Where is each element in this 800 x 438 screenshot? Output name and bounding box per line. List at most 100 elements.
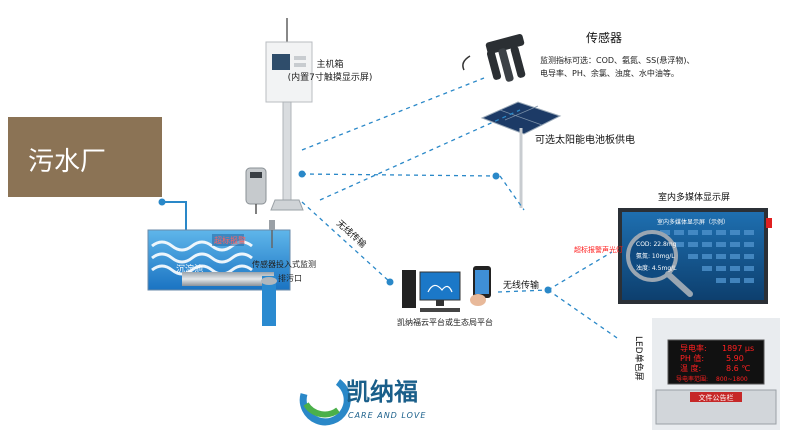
wireless-label-1: 无线传输 — [334, 217, 369, 250]
link-to-indoor — [547, 251, 613, 291]
phone-screen — [475, 270, 489, 294]
tank-sign-text: 超标报警 — [214, 235, 246, 245]
link-node — [158, 198, 166, 206]
magnifier-lens — [626, 230, 678, 282]
outlet-mouth — [261, 277, 277, 285]
grid-cell — [744, 278, 754, 283]
grid-cell — [744, 230, 754, 235]
grid-cell — [730, 230, 740, 235]
indoor-display: 室内多媒体显示屏 室内多媒体显示屏（示例） — [574, 191, 772, 304]
pole-base — [270, 199, 304, 211]
pc-tower — [402, 270, 416, 308]
probe-cap — [250, 172, 262, 178]
pc-keyboard — [420, 308, 460, 312]
magnify-turb: 浊度: 4.5mg/L — [636, 264, 677, 272]
probe-sensor — [269, 220, 275, 230]
sensor-probe — [510, 46, 526, 78]
notice-board-header — [690, 392, 742, 402]
indoor-screen-header: 室内多媒体显示屏（示例） — [657, 218, 729, 226]
link-solar-pole — [499, 175, 525, 211]
grid-cell — [730, 254, 740, 259]
grid-cell — [688, 242, 698, 247]
sensor-title: 传感器 — [586, 30, 622, 45]
cabinet-vent — [294, 56, 306, 60]
grid-cell — [716, 266, 726, 271]
sensor-heads: 传感器 监测指标可选：COD、氨氮、SS(悬浮物)、 电导率、PH、余氯、浊度、… — [462, 30, 694, 82]
grid-cell — [730, 278, 740, 283]
magnify-cod: COD: 22.8mg — [636, 241, 677, 248]
grid-cell — [744, 242, 754, 247]
outlet-water — [262, 276, 276, 326]
grid-cell — [702, 266, 712, 271]
logo-cn: 凯纳福 — [346, 378, 418, 406]
grid-cell — [716, 242, 726, 247]
links — [301, 77, 621, 341]
panel-grid — [504, 105, 539, 121]
cabinet-subtitle: (内置7寸触摸显示屏) — [288, 71, 373, 83]
pc-stand — [436, 300, 444, 306]
solar-label: 可选太阳能电池板供电 — [535, 133, 635, 146]
grid-cell — [730, 242, 740, 247]
link-solar-diag — [319, 109, 521, 201]
link-cabinet-solar — [301, 173, 497, 177]
led-row-2-value: 5.90 — [726, 354, 744, 363]
led-row-4-label: 导电率范围: — [676, 375, 708, 383]
led-panel — [667, 339, 765, 385]
notice-board-label: 文件公告栏 — [699, 393, 734, 402]
sensor-probe — [486, 50, 502, 80]
hand — [470, 294, 486, 306]
sewage-plant-block — [8, 117, 162, 197]
grid-cell — [702, 254, 712, 259]
panel-grid — [499, 109, 543, 126]
sewage-plant-label: 污水厂 — [28, 147, 106, 177]
link-node — [386, 278, 394, 286]
led-side-label: LED单色屏 — [633, 336, 645, 381]
tank-sign — [212, 234, 244, 246]
solar-panel: 可选太阳能电池板供电 — [480, 101, 635, 208]
alarm-text: 超标报警声光灯 — [574, 245, 623, 254]
grid-cell — [744, 254, 754, 259]
wave — [151, 252, 253, 264]
probe-device — [245, 167, 267, 214]
sensor-probe — [498, 48, 514, 82]
logo-arc-green — [303, 402, 340, 418]
led-row-1-value: 1897 μs — [722, 344, 754, 353]
grid-cell — [702, 242, 712, 247]
indoor-title: 室内多媒体显示屏 — [658, 191, 730, 203]
grid-cell — [688, 230, 698, 235]
outlet-label: 排污口 — [278, 273, 302, 283]
cabinet-title: 主机箱 — [316, 58, 343, 70]
solar-plate — [480, 101, 562, 135]
cabinet-vent — [294, 63, 306, 67]
sensor-label: 传感器投入式监测 — [252, 259, 316, 269]
cabinet-box — [265, 41, 313, 103]
grid-cell — [660, 230, 670, 235]
link-node — [298, 170, 306, 178]
sensor-desc-1: 监测指标可选：COD、氨氮、SS(悬浮物)、 — [540, 55, 694, 65]
link-cabinet-sensor — [301, 77, 485, 151]
sedimentation-tank: 超标报警 沉淀池 传感器投入式监测 排污口 — [147, 220, 316, 326]
grid-cell — [674, 230, 684, 235]
pc-monitor — [419, 271, 461, 301]
grid-cell — [702, 230, 712, 235]
led-row-2-label: PH 值: — [680, 353, 704, 363]
grid-cell — [744, 266, 754, 271]
cloud-label: 凯纳福云平台或生态局平台 — [397, 317, 493, 327]
logo-en: CARE AND LOVE — [348, 411, 426, 420]
led-row-3-value: 8.6 ℃ — [726, 364, 750, 373]
grid-cell — [688, 254, 698, 259]
sensor-desc-2: 电导率、PH、余氯、浊度、水中油等。 — [540, 68, 679, 78]
brand-logo: 凯纳福 CARE AND LOVE — [299, 378, 426, 426]
link-cloud-wireless — [497, 289, 549, 293]
indoor-grid — [660, 230, 754, 283]
cloud-platform: 凯纳福云平台或生态局平台 — [397, 266, 493, 327]
pc-screen-logo — [427, 284, 453, 293]
led-row-4-value: 800~1800 — [716, 376, 748, 383]
cabinet-pole — [282, 101, 292, 201]
grid-cell — [716, 254, 726, 259]
link-cabinet-cloud — [301, 201, 391, 283]
link-node — [492, 172, 500, 180]
magnifier-handle — [665, 271, 693, 297]
